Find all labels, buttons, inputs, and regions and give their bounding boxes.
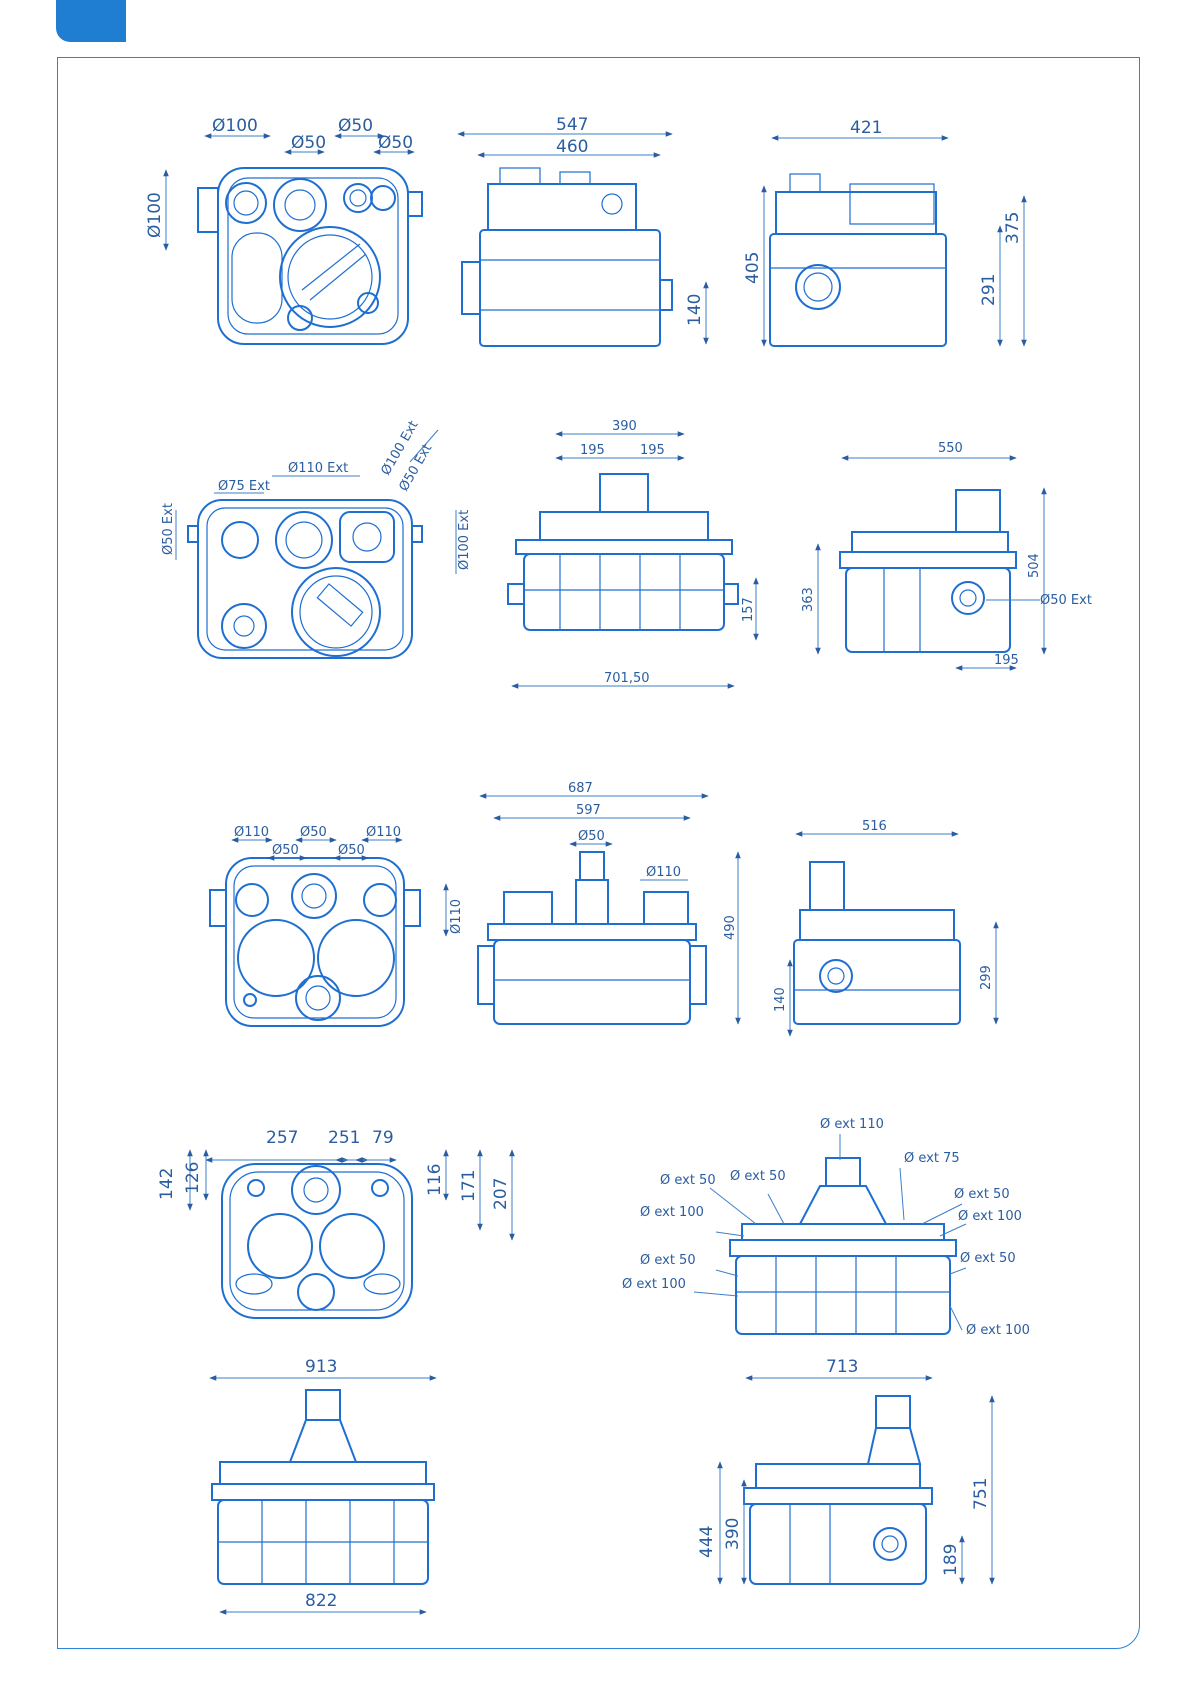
r2-front-view <box>507 473 739 631</box>
r2-front-dim-w195b: 195 <box>640 443 665 458</box>
r4-iso-label-e100b: Ø ext 100 <box>958 1209 1022 1224</box>
r1-side-dim-h375: 375 <box>1003 212 1023 244</box>
r3-top-dim-d110b: Ø110 <box>366 825 401 840</box>
r4-side-view <box>743 1395 933 1585</box>
r3-top-dimensions: Ø110 Ø50 Ø110 Ø50 Ø50 Ø110 <box>231 825 464 937</box>
r2-top-dim-d110: Ø110 Ext <box>288 461 348 476</box>
r4-side-dim-h390: 390 <box>723 1518 743 1550</box>
r4-top-dim-w79: 79 <box>372 1128 394 1148</box>
r1-front-dim-w460: 460 <box>556 137 588 157</box>
r1-front-dimensions: 547 460 140 <box>457 115 709 345</box>
r1-top-dim-d50c: Ø50 <box>378 133 413 153</box>
r2-side-dimensions: 550 363 504 Ø50 Ext 195 <box>801 441 1092 671</box>
r4-top-view <box>221 1163 413 1319</box>
r3-front-dim-d50: Ø50 <box>578 829 605 844</box>
r3-front-dim-w597: 597 <box>576 803 601 818</box>
r1-top-dim-d50b: Ø50 <box>338 116 373 136</box>
r1-top-dimensions: Ø100 Ø50 Ø50 Ø50 Ø100 <box>145 116 415 251</box>
r1-front-view <box>461 167 673 347</box>
r3-front-dim-w687: 687 <box>568 781 593 796</box>
r4-top-dim-h116: 116 <box>425 1164 445 1196</box>
r3-top-dim-d110c: Ø110 <box>449 899 464 934</box>
r3-top-dim-d50c: Ø50 <box>338 843 365 858</box>
r4-top-dim-h207: 207 <box>491 1178 511 1210</box>
r4-top-dim-w251: 251 <box>328 1128 360 1148</box>
r2-side-dim-w550: 550 <box>938 441 963 456</box>
r2-top-dimensions: Ø110 Ext Ø75 Ext Ø100 Ext Ø50 Ext Ø50 Ex… <box>161 418 472 574</box>
r4-side-dim-w713: 713 <box>826 1357 858 1377</box>
r3-front-dim-h490: 490 <box>723 915 738 940</box>
r2-top-dim-d50a: Ø50 Ext <box>161 503 176 555</box>
r2-side-dim-h363: 363 <box>801 587 816 612</box>
r3-front-dimensions: 687 597 Ø50 Ø110 490 <box>479 781 741 1025</box>
r1-side-dim-h291: 291 <box>979 274 999 306</box>
r4-top-dim-h142: 142 <box>157 1168 177 1200</box>
r2-side-dim-d50: Ø50 Ext <box>1040 593 1092 608</box>
r4-side-dim-h444: 444 <box>697 1526 717 1558</box>
r4-iso-label-e50d: Ø ext 50 <box>640 1253 696 1268</box>
r1-top-dim-d100b: Ø100 <box>145 192 165 238</box>
r4-side-dim-h189: 189 <box>941 1544 961 1576</box>
r4-iso-label-e50a: Ø ext 50 <box>660 1173 716 1188</box>
r2-side-view <box>839 489 1017 653</box>
r3-top-view <box>209 857 421 1027</box>
r4-front-dim-w913: 913 <box>305 1357 337 1377</box>
r4-top-dim-h126: 126 <box>183 1162 203 1194</box>
r3-side-dim-h140: 140 <box>773 987 788 1012</box>
r2-top-dim-d75: Ø75 Ext <box>218 479 270 494</box>
r3-front-view <box>477 851 707 1025</box>
r4-top-dim-w257: 257 <box>266 1128 298 1148</box>
r1-side-view <box>769 173 947 347</box>
r4-top-dim-h171: 171 <box>459 1170 479 1202</box>
r3-side-dim-w516: 516 <box>862 819 887 834</box>
page-frame <box>57 57 1140 1649</box>
r1-front-dim-h140: 140 <box>685 294 705 326</box>
r4-front-dim-w822: 822 <box>305 1591 337 1611</box>
r3-top-dim-d50b: Ø50 <box>272 843 299 858</box>
r1-front-dim-w547: 547 <box>556 115 588 135</box>
r3-front-dim-d110: Ø110 <box>646 865 681 880</box>
r1-top-dim-d50a: Ø50 <box>291 133 326 153</box>
r2-front-dim-w701: 701,50 <box>604 671 650 686</box>
r2-front-dim-w390: 390 <box>612 419 637 434</box>
r2-front-dim-w195a: 195 <box>580 443 605 458</box>
r4-iso-label-e110: Ø ext 110 <box>820 1117 884 1132</box>
r3-side-view <box>793 861 961 1025</box>
r2-front-dim-h157: 157 <box>741 597 756 622</box>
r4-top-dimensions: 257 251 79 142 126 116 171 207 <box>157 1128 515 1241</box>
r1-top-view <box>197 167 423 345</box>
r1-side-dimensions: 421 405 375 291 <box>743 118 1027 347</box>
r4-iso-label-e50b: Ø ext 50 <box>730 1169 786 1184</box>
r4-iso-label-e100a: Ø ext 100 <box>640 1205 704 1220</box>
r2-front-dimensions: 390 195 195 157 701,50 <box>511 419 759 689</box>
r1-side-dim-h405: 405 <box>743 252 763 284</box>
r4-iso-label-e100c: Ø ext 100 <box>622 1277 686 1292</box>
r3-top-dim-d50a: Ø50 <box>300 825 327 840</box>
r2-top-view <box>187 499 423 659</box>
r4-iso-label-e50c: Ø ext 50 <box>954 1187 1010 1202</box>
r4-side-dim-h751: 751 <box>971 1478 991 1510</box>
r1-side-dim-w421: 421 <box>850 118 882 138</box>
r4-iso-labels: Ø ext 110 Ø ext 75 Ø ext 50 Ø ext 50 Ø e… <box>622 1117 1030 1338</box>
r4-iso-label-e50e: Ø ext 50 <box>960 1251 1016 1266</box>
r3-top-dim-d110a: Ø110 <box>234 825 269 840</box>
r1-top-dim-d100a: Ø100 <box>212 116 258 136</box>
r4-iso-label-e100d: Ø ext 100 <box>966 1323 1030 1338</box>
r4-iso-label-e75: Ø ext 75 <box>904 1151 960 1166</box>
r2-top-dim-d100b: Ø100 Ext <box>457 510 472 570</box>
r4-front-dimensions: 913 822 <box>209 1357 437 1615</box>
r4-side-dimensions: 713 444 390 751 189 <box>697 1357 995 1585</box>
r3-side-dimensions: 516 140 299 <box>773 819 999 1037</box>
r4-iso-view <box>729 1157 957 1335</box>
r4-front-view <box>211 1389 435 1585</box>
r3-side-dim-h299: 299 <box>979 965 994 990</box>
page-corner-tab <box>56 0 126 42</box>
r2-side-dim-h504: 504 <box>1027 553 1042 578</box>
r2-side-dim-w195: 195 <box>994 653 1019 668</box>
